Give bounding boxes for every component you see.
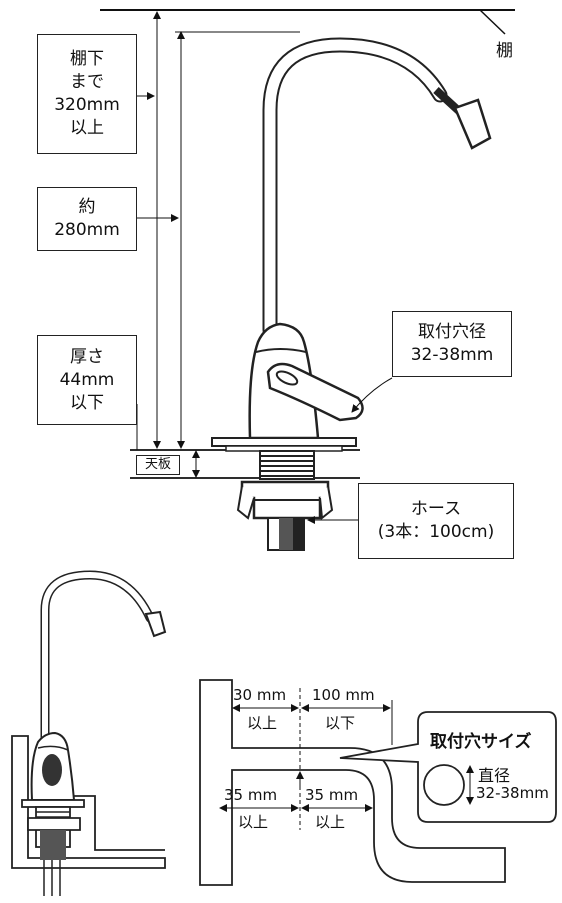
dim-d-value: 35 mm xyxy=(305,786,359,804)
clearance-box: 棚下 まで 320mm 以上 xyxy=(37,34,137,154)
small-faucet-spout xyxy=(40,570,155,747)
clearance-line-3: 320mm xyxy=(54,95,120,115)
hole-leader xyxy=(351,377,393,413)
clearance-line-2: まで xyxy=(70,72,104,92)
hole-line-2: 32-38mm xyxy=(410,345,494,365)
callout-title: 取付穴サイズ xyxy=(430,732,532,752)
hose-box: ホース (3本：100cm) xyxy=(358,483,514,559)
dim-b-note: 以下 xyxy=(325,714,356,732)
hole-diameter-box: 取付穴径 32-38mm xyxy=(392,311,512,377)
shelf-leader xyxy=(479,9,506,35)
thickness-line-2: 44mm xyxy=(59,369,115,390)
hose-line-1: ホース xyxy=(410,499,462,519)
shelf-label: 棚 xyxy=(496,41,513,61)
small-lever xyxy=(42,754,62,786)
counter-label: 天板 xyxy=(136,455,180,475)
clearance-line-1: 棚下 xyxy=(70,49,104,69)
small-counter xyxy=(11,735,166,869)
dim-d-note: 以上 xyxy=(315,813,346,831)
thread-lines xyxy=(260,455,314,477)
dim-b-value: 100 mm xyxy=(312,686,375,704)
height-line-1: 約 xyxy=(78,197,96,217)
faucet-spout xyxy=(262,37,448,338)
dim-c-note: 以上 xyxy=(238,813,269,831)
spout-nozzle xyxy=(453,98,492,150)
dim-c-value: 35 mm xyxy=(224,786,278,804)
height-line-2: 280mm xyxy=(54,220,120,240)
dim-a-value: 30 mm xyxy=(233,686,287,704)
hole-line-1: 取付穴径 xyxy=(418,322,486,342)
hose-line-2: (3本：100cm) xyxy=(377,522,495,542)
base-plate xyxy=(211,437,357,447)
hole-circle xyxy=(423,764,465,806)
thickness-line-3: 以下 xyxy=(70,392,104,413)
clearance-line-4: 以上 xyxy=(70,118,104,138)
thickness-line-1: 厚さ xyxy=(70,346,104,367)
thickness-box: 厚さ 44mm 以下 xyxy=(37,335,137,425)
dim-a-note: 以上 xyxy=(247,714,278,732)
callout-line-2: 32-38mm xyxy=(476,784,549,802)
callout-line-1: 直径 xyxy=(478,766,511,785)
height-box: 約 280mm xyxy=(37,187,137,251)
